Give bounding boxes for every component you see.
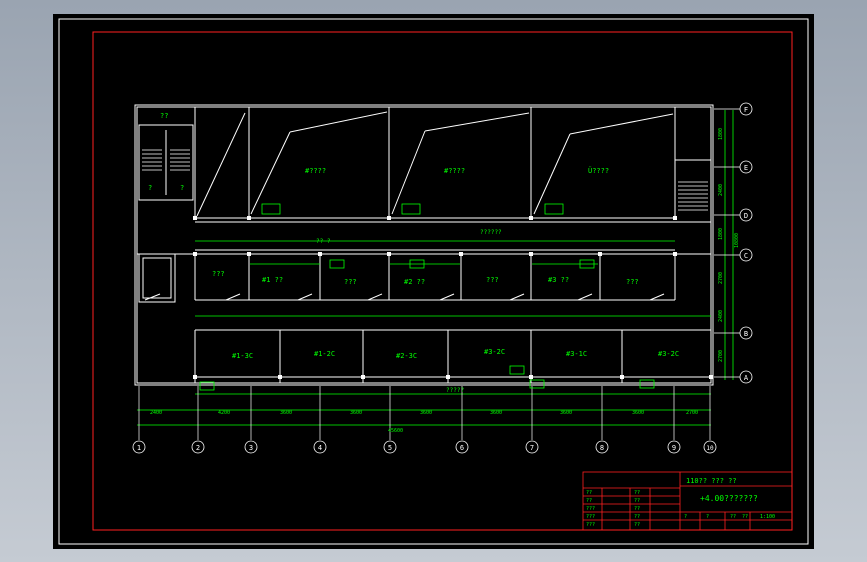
fixtures (199, 203, 655, 391)
paper-border (58, 18, 809, 545)
drawing-frame (92, 31, 793, 531)
stair-treads (142, 149, 708, 211)
cad-canvas[interactable] (53, 14, 814, 549)
floor-plan-walls (134, 104, 714, 386)
axis-leaders (138, 108, 740, 440)
columns (193, 216, 713, 379)
title-block-grid (582, 471, 793, 531)
dimension-lines (137, 110, 734, 426)
